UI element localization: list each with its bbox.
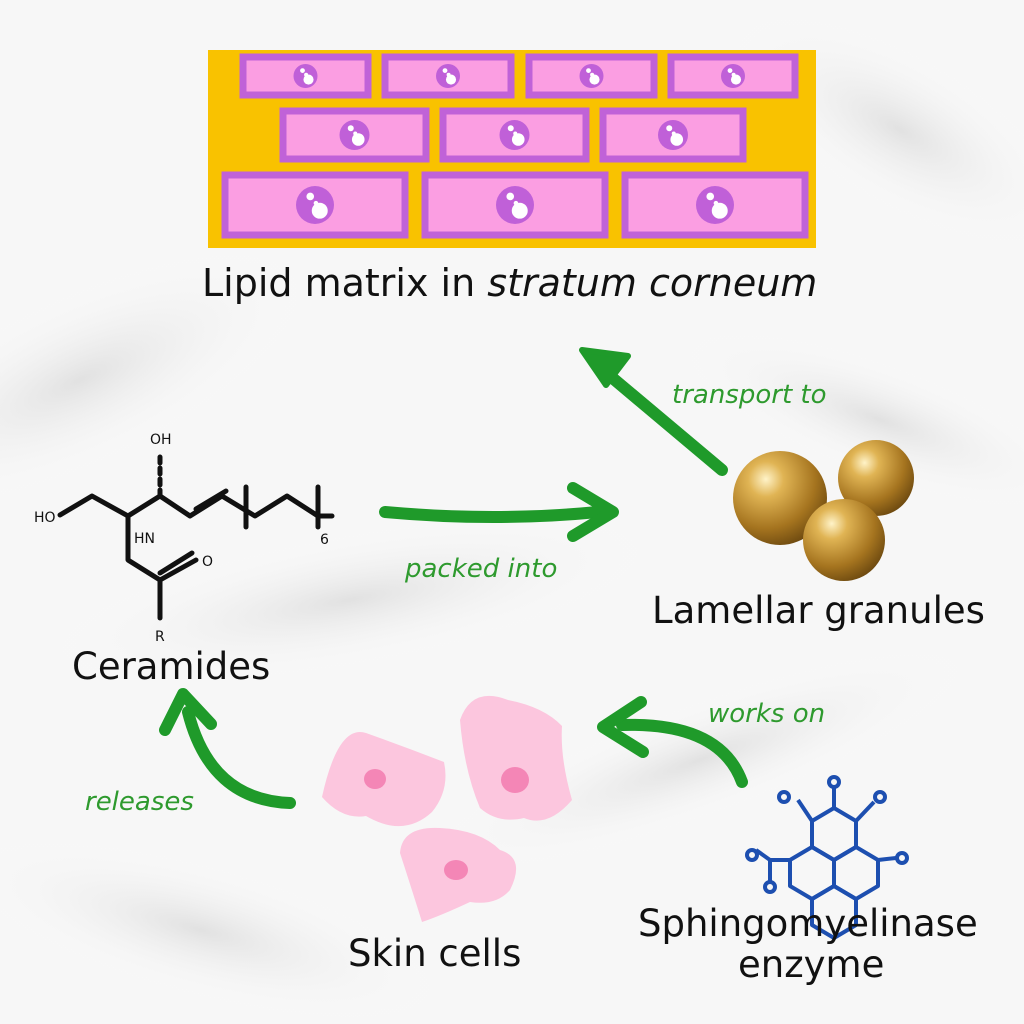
lipid-matrix-label-italic: stratum corneum (487, 261, 818, 305)
vesicle-dot (727, 68, 733, 73)
skin-cells-label: Skin cells (348, 932, 522, 975)
arrow-releases (159, 688, 296, 809)
vesicle-dot (731, 72, 736, 77)
vesicle-dot (303, 74, 314, 85)
ceramides-label: Ceramides (72, 645, 271, 688)
vesicle-dot (313, 200, 319, 206)
molecule-subscript: 6 (320, 532, 329, 548)
molecule-ho: HO (34, 510, 56, 526)
corneocyte-cell (525, 53, 658, 99)
enzyme-label-line1: Sphingomyelinase (638, 902, 978, 945)
cell-nucleus (501, 767, 529, 793)
granule (803, 499, 885, 581)
vesicle-dot (311, 202, 328, 219)
arrow-label-releases: releases (85, 787, 194, 817)
vesicle-dot (445, 74, 457, 85)
vesicle-dot (511, 202, 528, 219)
vesicle-dot (670, 133, 684, 146)
cell-nucleus (444, 860, 468, 880)
vesicle-dot (730, 74, 742, 85)
lamellar-granules-label: Lamellar granules (652, 589, 985, 632)
vesicle-dot (351, 133, 365, 146)
granule (838, 440, 914, 516)
vesicle-dot (711, 202, 728, 219)
corneocyte-cell (239, 53, 372, 99)
vesicle-dot (671, 131, 676, 136)
corneocyte-cell (621, 171, 809, 239)
molecule-r: R (155, 629, 165, 645)
vesicle-dot (353, 131, 358, 136)
vesicle-dot (442, 68, 448, 73)
vesicle-dot (300, 68, 305, 73)
corneocyte-cell (439, 107, 590, 163)
vesicle-dot (511, 133, 525, 146)
arrow-packed (379, 482, 619, 542)
vesicle-dot (713, 200, 719, 206)
vesicle-dot (706, 192, 715, 201)
vesicle-dot (306, 192, 315, 201)
corneocyte-cell (421, 171, 609, 239)
cell-nucleus (364, 769, 386, 789)
enzyme-structure (745, 775, 909, 940)
vesicle-dot (666, 125, 673, 132)
lipid-matrix-diagram (208, 50, 816, 248)
corneocyte-cell (599, 107, 747, 163)
skin-cells-illustration (322, 695, 572, 922)
vesicle-dot (586, 68, 591, 73)
vesicle-dot (590, 72, 595, 77)
vesicle-dot (446, 72, 451, 77)
arrow-label-works-on: works on (708, 699, 826, 729)
lipid-matrix-label: Lipid matrix in stratum corneum (202, 264, 817, 302)
molecule-oh: OH (150, 432, 172, 448)
vesicle-dot (507, 125, 514, 132)
arrow-works-on (597, 696, 748, 788)
lipid-matrix-label-main: Lipid matrix in (202, 261, 488, 305)
vesicle-dot (347, 125, 354, 132)
vesicle-dot (589, 74, 600, 85)
lamellar-granules-illustration (733, 440, 914, 581)
molecule-o: O (202, 554, 213, 570)
vesicle-dot (513, 131, 518, 136)
corneocyte-cell (279, 107, 430, 163)
ceramide-structure (57, 452, 335, 621)
arrow-label-transport: transport to (672, 380, 827, 410)
enzyme-label-line2: enzyme (738, 943, 885, 986)
molecule-hn: HN (134, 531, 155, 547)
corneocyte-cell (381, 53, 515, 99)
corneocyte-cell (667, 53, 799, 99)
vesicle-dot (506, 192, 515, 201)
arrow-label-packed: packed into (405, 554, 558, 584)
corneocyte-cell (221, 171, 409, 239)
skin-cell (460, 695, 572, 821)
granule (733, 451, 827, 545)
vesicle-dot (304, 72, 309, 77)
arrow-transport (579, 347, 728, 476)
vesicle-dot (513, 200, 519, 206)
corneocyte-cells (221, 53, 809, 239)
